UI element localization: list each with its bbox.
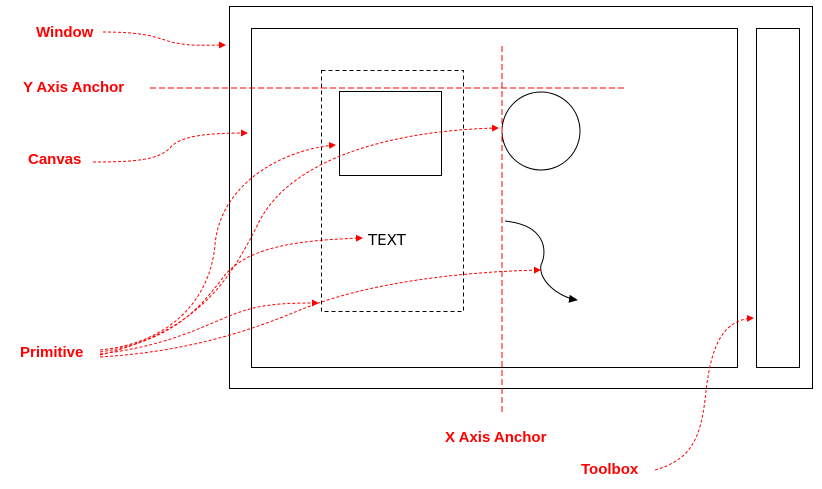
primitive-rectangle	[339, 91, 442, 176]
selection-box	[321, 70, 464, 312]
window-label: Window	[36, 24, 94, 41]
window-leader-arrow	[102, 31, 226, 49]
primitive-curved-arrow	[504, 220, 578, 303]
canvas-area	[251, 28, 738, 368]
toolbox-leader-arrow	[654, 314, 754, 471]
primitive-leader-curve	[99, 266, 541, 358]
window-frame	[229, 6, 813, 389]
toolbox-label: Toolbox	[581, 461, 639, 478]
canvas-label: Canvas	[28, 151, 82, 168]
primitive-leader-selection	[99, 299, 319, 355]
primitive-label: Primitive	[20, 344, 84, 361]
canvas-leader-arrow	[92, 129, 248, 163]
primitive-leader-text	[99, 234, 363, 353]
primitive-circle	[501, 91, 581, 171]
toolbox-panel	[756, 28, 800, 368]
primitive-leader-circle	[99, 124, 499, 356]
x-axis-anchor-label: X Axis Anchor	[445, 429, 547, 446]
y-axis-anchor-label: Y Axis Anchor	[23, 79, 125, 96]
primitive-leader-rectangle	[99, 142, 336, 351]
primitive-text: TEXT	[368, 231, 406, 249]
